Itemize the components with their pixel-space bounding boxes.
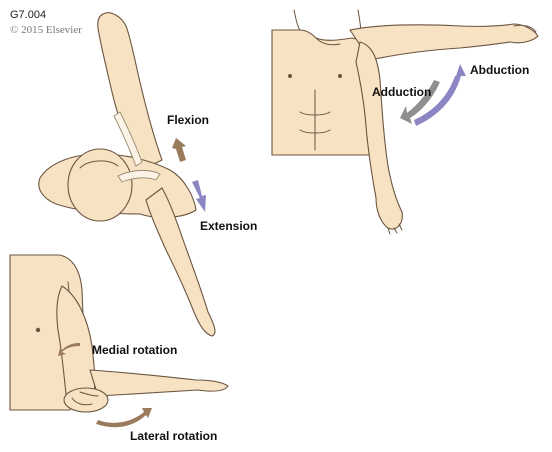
rotation-figure: Medial rotation Lateral rotation <box>9 254 229 443</box>
abduction-label: Abduction <box>470 63 529 77</box>
flexion-label: Flexion <box>167 113 209 127</box>
flexion-arrow <box>172 138 186 162</box>
adduction-arrow <box>400 80 440 124</box>
flexion-extension-figure: Flexion Extension <box>38 12 257 337</box>
lateral-rotation-label: Lateral rotation <box>130 429 217 443</box>
adduction-label: Adduction <box>372 85 431 99</box>
extension-label: Extension <box>200 219 257 233</box>
extension-arrow <box>192 180 206 212</box>
abduction-arrow <box>414 64 466 126</box>
abduction-adduction-figure: Adduction Abduction <box>271 9 539 235</box>
medial-rotation-arrow <box>58 343 80 356</box>
lateral-rotation-arrow <box>96 408 152 428</box>
copyright-notice: © 2015 Elsevier <box>10 24 82 36</box>
medial-rotation-label: Medial rotation <box>92 343 177 357</box>
figure-code: G7.004 <box>10 9 46 21</box>
